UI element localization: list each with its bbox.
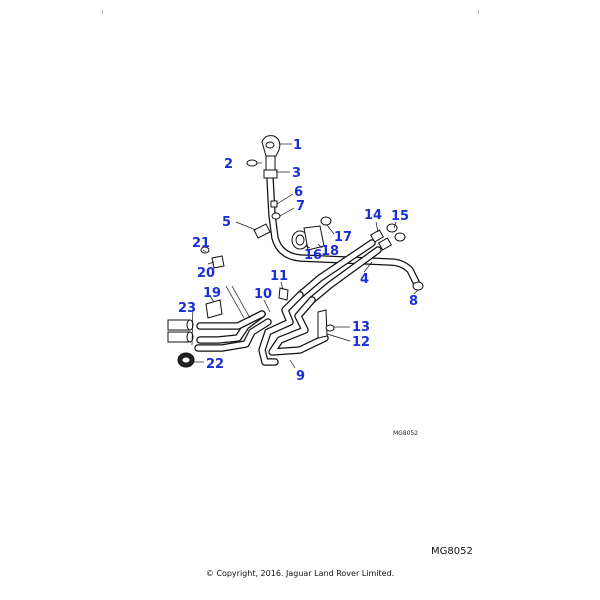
hose-clamp xyxy=(177,352,195,368)
diagram-code: MG8052 xyxy=(431,546,473,557)
callout-14: 14 xyxy=(364,208,382,223)
diagonal-tubes xyxy=(296,239,382,304)
clip xyxy=(253,223,271,239)
cap xyxy=(320,216,332,226)
copyright-notice: © Copyright, 2016. Jaguar Land Rover Lim… xyxy=(205,569,395,578)
callout-22: 22 xyxy=(206,357,224,372)
callout-9: 9 xyxy=(296,369,305,384)
callout-2: 2 xyxy=(224,157,233,172)
corner-tick xyxy=(478,10,479,14)
leader-lines xyxy=(194,143,419,369)
callout-21: 21 xyxy=(192,236,210,251)
callout-7: 7 xyxy=(296,199,305,214)
washer xyxy=(246,159,258,167)
grommet xyxy=(291,225,325,251)
fittings xyxy=(369,223,406,251)
end-ring xyxy=(412,281,424,291)
callout-16: 16 xyxy=(304,248,322,263)
tube-bundle xyxy=(194,291,329,366)
callout-23: 23 xyxy=(178,301,196,316)
corner-tick xyxy=(102,10,103,14)
main-tube xyxy=(266,174,420,286)
callout-13: 13 xyxy=(352,320,370,335)
bracket xyxy=(317,309,335,339)
callout-1: 1 xyxy=(293,138,302,153)
pipe-clips xyxy=(200,246,225,319)
left-stubs xyxy=(167,303,194,346)
callout-3: 3 xyxy=(292,166,301,181)
callout-8: 8 xyxy=(409,294,418,309)
callout-5: 5 xyxy=(222,215,231,230)
callout-4: 4 xyxy=(360,272,369,287)
diagram-code-small: MG8052 xyxy=(393,430,419,437)
callout-18: 18 xyxy=(321,244,339,259)
callout-10: 10 xyxy=(254,287,272,302)
nut xyxy=(271,212,281,220)
clamp xyxy=(278,287,289,301)
bolt xyxy=(270,200,278,208)
callout-11: 11 xyxy=(270,269,288,284)
filler-cap xyxy=(261,135,281,179)
callout-6: 6 xyxy=(294,185,303,200)
callout-19: 19 xyxy=(203,286,221,301)
callout-labels: 1 2 3 4 5 6 7 8 9 10 11 12 13 14 15 16 1… xyxy=(178,138,418,384)
callout-12: 12 xyxy=(352,335,370,350)
callout-17: 17 xyxy=(334,230,352,245)
callout-20: 20 xyxy=(197,266,215,281)
callout-15: 15 xyxy=(391,209,409,224)
